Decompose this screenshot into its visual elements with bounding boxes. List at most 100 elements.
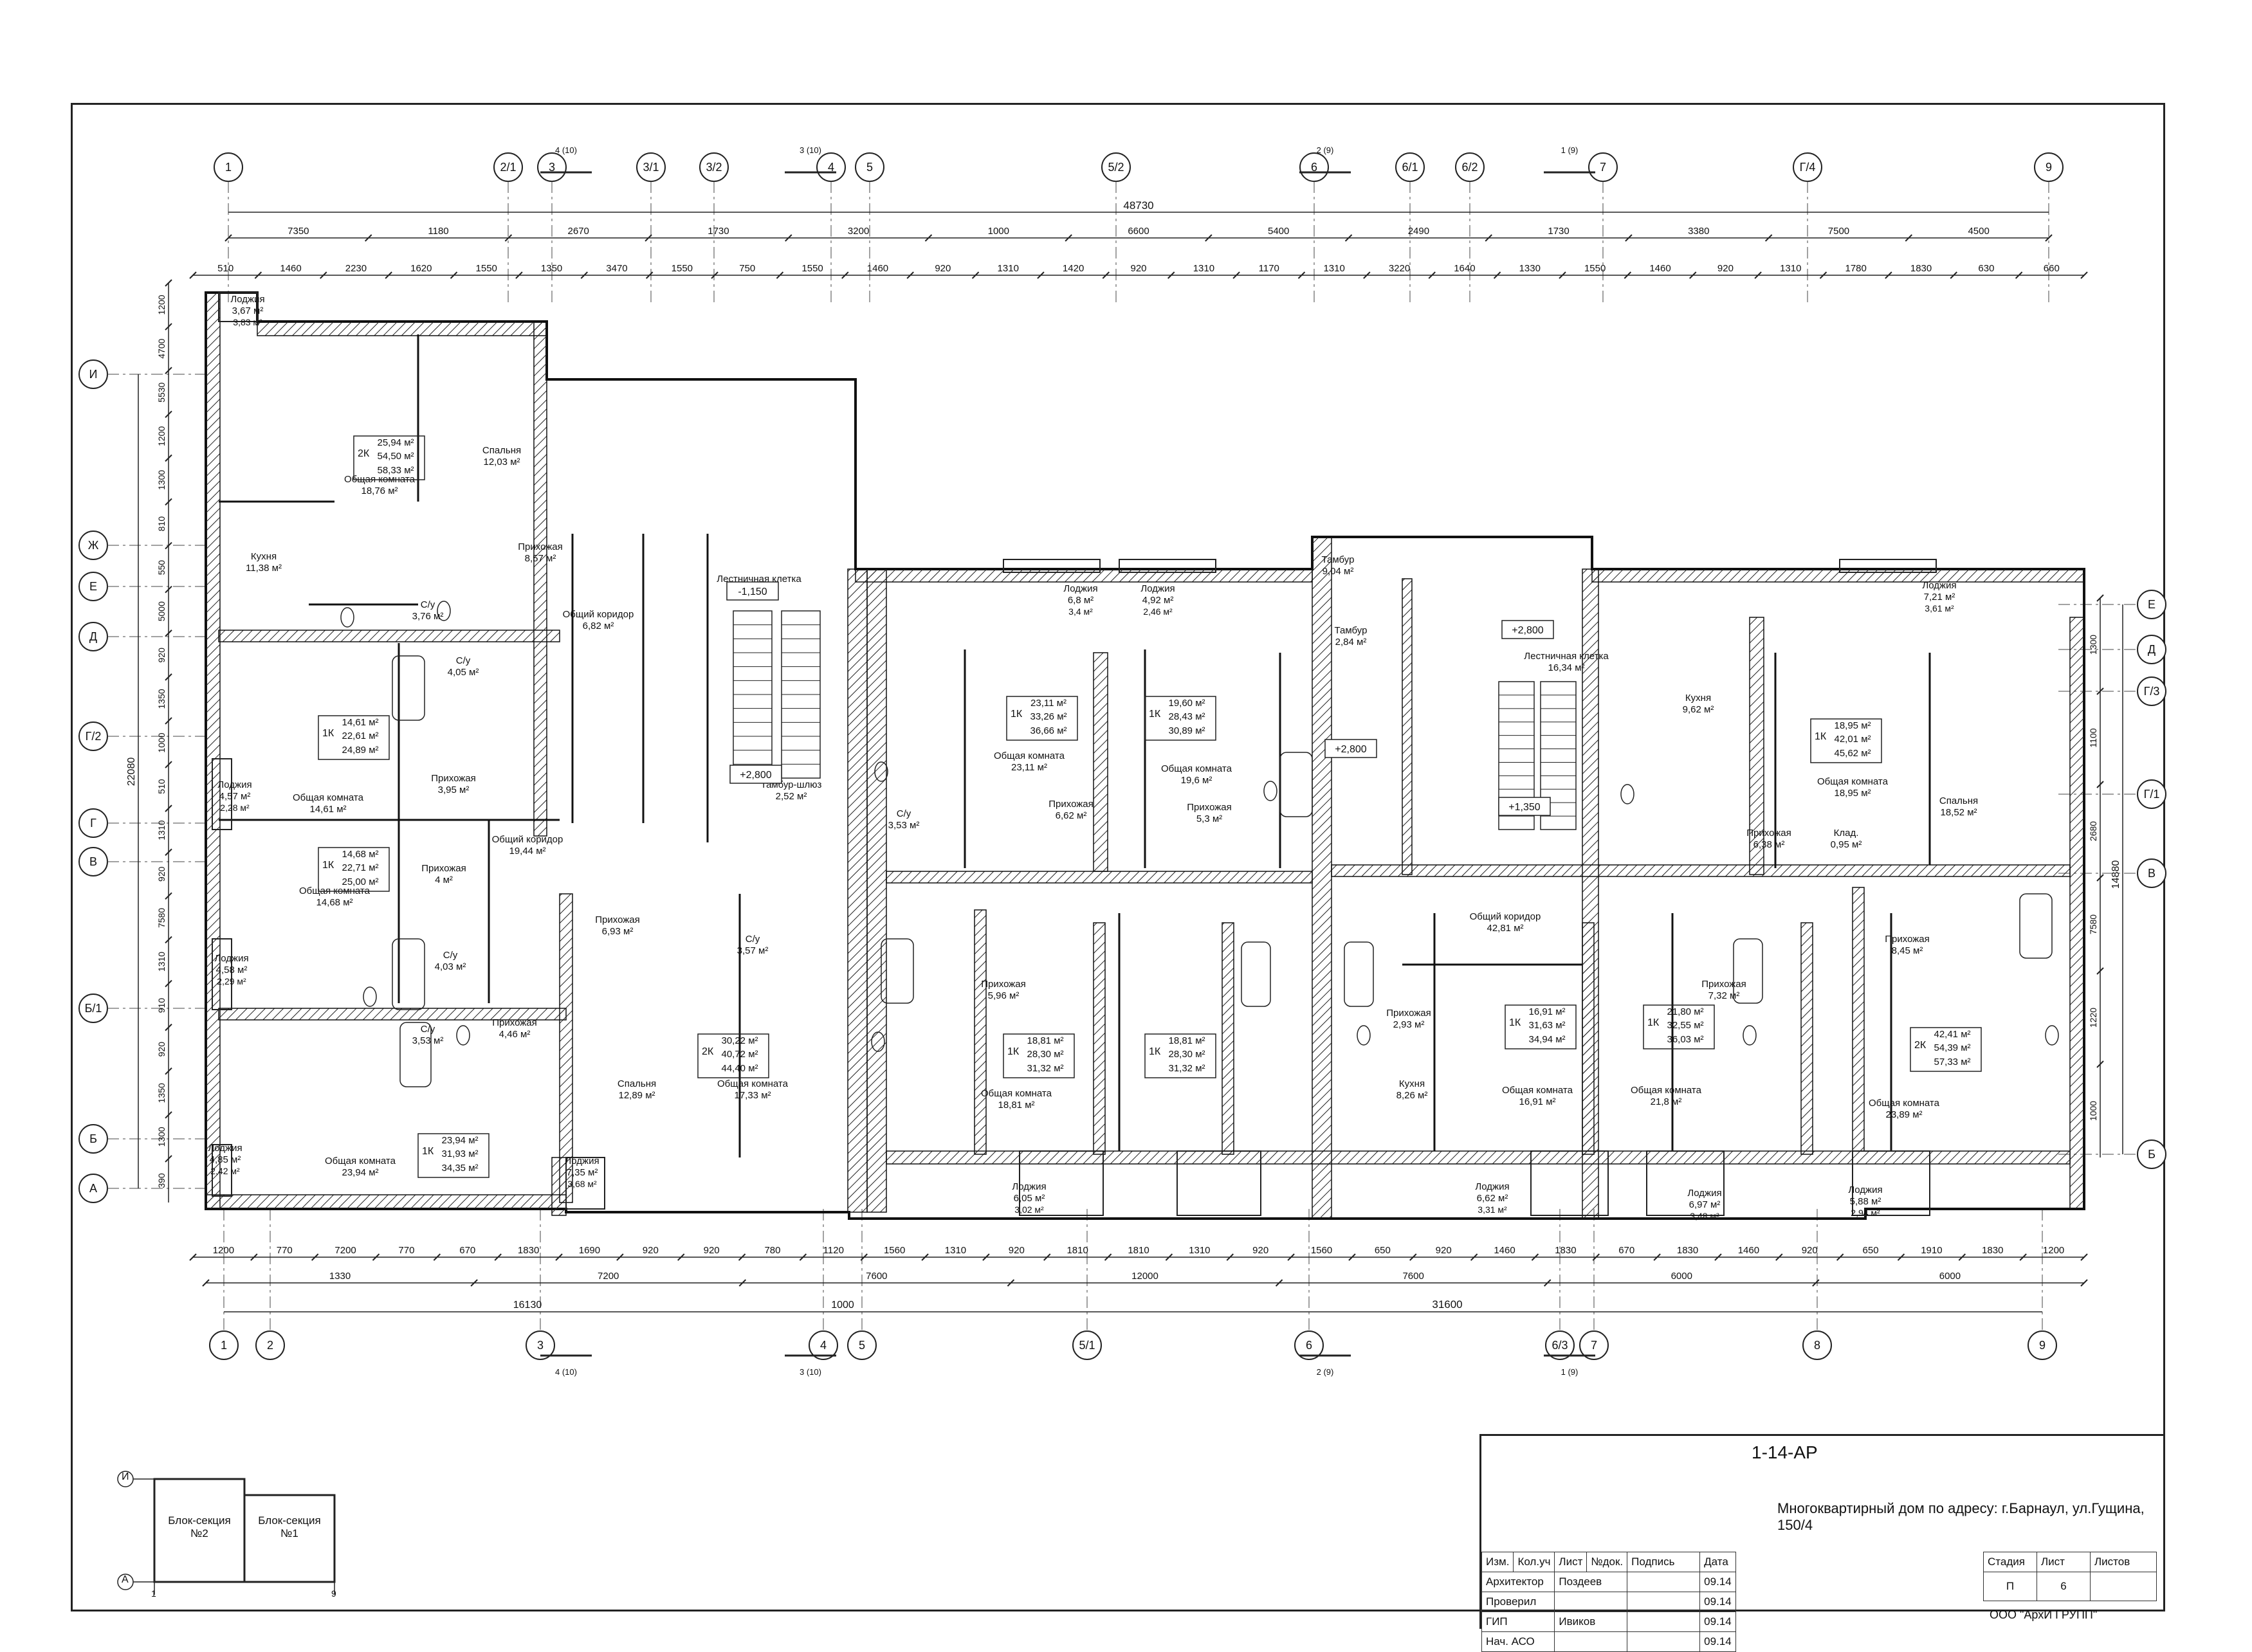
dim-right-tick — [2096, 1060, 2104, 1068]
wall — [1222, 922, 1234, 1155]
dim-left-label: 510 — [156, 779, 167, 794]
level-mark: +1,350 — [1508, 802, 1540, 813]
section-mark-label: 4 (10) — [555, 1367, 577, 1377]
dim-bottom-1-label: 920 — [643, 1245, 659, 1256]
room-area: 4,46 м² — [499, 1029, 531, 1040]
dim-top-2-label: 1170 — [1259, 263, 1279, 274]
dim-top-2-tick — [1037, 271, 1045, 279]
dim-top-1-label: 2490 — [1408, 226, 1429, 237]
dim-bottom-1-tick — [189, 1253, 197, 1261]
dim-left-tick — [165, 717, 172, 725]
dim-left-label: 920 — [156, 648, 167, 663]
dim-bottom-1-label: 920 — [1436, 1245, 1452, 1256]
room-name: Общий коридор — [1470, 911, 1541, 922]
room-area: 7,35 м² — [567, 1167, 598, 1178]
sheet-value: 6 — [2037, 1572, 2091, 1601]
loggia — [218, 292, 258, 322]
dim-top-2-label: 1460 — [280, 263, 301, 274]
apartment-total-area: 32,55 м² — [1667, 1020, 1703, 1031]
axis-label-left: Ж — [88, 539, 99, 552]
stage-value: П — [1983, 1572, 2037, 1601]
axis-label-top: 1 — [225, 161, 232, 174]
dim-left-label: 1350 — [156, 689, 167, 709]
room-area: 3,53 м² — [888, 820, 920, 831]
room-area-secondary: 3,48 м² — [1690, 1211, 1719, 1221]
room-area: 18,52 м² — [1940, 807, 1977, 818]
dim-right-label: 1100 — [2088, 728, 2098, 747]
room-area: 9,62 м² — [1683, 704, 1714, 715]
dim-top-1-tick — [364, 234, 372, 242]
dim-top-2-tick — [711, 271, 719, 279]
dim-top-2-tick — [1950, 271, 1957, 279]
axis-marker-bottom — [526, 1330, 555, 1360]
dim-bottom-1-tick — [1043, 1253, 1051, 1261]
dim-top-2-tick — [841, 271, 849, 279]
dim-bottom-1-label: 670 — [459, 1245, 475, 1256]
room-name: Тамбур — [1322, 554, 1355, 565]
axis-marker-right — [2137, 635, 2166, 664]
apartment-total-area: 40,72 м² — [721, 1049, 758, 1060]
room-name: Спальня — [482, 445, 521, 456]
room-area: 5,88 м² — [1850, 1196, 1881, 1207]
bathtub — [1279, 752, 1313, 817]
room-area: 14,61 м² — [309, 804, 346, 815]
dim-left-label: 1200 — [156, 426, 167, 446]
dim-top-2-tick — [2080, 271, 2088, 279]
dim-left-label: 920 — [156, 866, 167, 882]
toilet — [363, 986, 377, 1007]
room-area-secondary: 3,83 м² — [233, 317, 262, 327]
room-area: 18,81 м² — [998, 1100, 1034, 1111]
overall-dim-top: 48730 — [1123, 199, 1153, 212]
room-area: 6,82 м² — [583, 621, 614, 631]
apartment-type: 1К — [1815, 731, 1827, 742]
dim-left-label: 1310 — [156, 952, 167, 972]
room-area: 23,89 м² — [1885, 1109, 1922, 1120]
dim-top-1-label: 1000 — [988, 226, 1009, 237]
room-name: Лоджия — [1848, 1185, 1882, 1195]
dim-top-1-label: 6600 — [1128, 226, 1149, 237]
stamp-row: ГИП Ивиков 09.14 — [1481, 1611, 1736, 1632]
room-name: Прихожая — [492, 1017, 537, 1028]
axis-label-left: Г — [90, 817, 96, 830]
dim-left-label: 1200 — [156, 295, 167, 314]
room-name: Лоджия — [1140, 583, 1175, 594]
dim-bottom-1-label: 1310 — [945, 1245, 966, 1256]
keyplan-axis-top-label: И — [122, 1471, 129, 1482]
room-area: 18,95 м² — [1834, 788, 1871, 799]
axis-marker-right — [2137, 779, 2166, 809]
wall — [533, 321, 547, 837]
loggia — [1119, 559, 1216, 573]
dim-bottom-1-label: 1830 — [1982, 1245, 2003, 1256]
apartment-total-area: 28,43 м² — [1168, 711, 1205, 722]
dim-bottom-1-tick — [555, 1253, 563, 1261]
dim-bottom-2-label: 6000 — [1671, 1271, 1692, 1282]
apartment-area-box — [417, 1133, 490, 1178]
axis-marker-right — [2137, 676, 2166, 706]
keyplan-axis-bottom-label: А — [122, 1574, 129, 1585]
dim-bottom-1-tick — [738, 1253, 746, 1261]
dim-left-tick — [165, 585, 172, 594]
dim-left-tick — [165, 892, 172, 900]
apartment-living-area: 42,41 м² — [1934, 1029, 1970, 1040]
dim-bottom-1-tick — [1165, 1253, 1173, 1261]
room-area: 14,68 м² — [316, 897, 352, 908]
dim-bottom-2-tick — [1544, 1279, 1552, 1287]
room-area: 0,95 м² — [1831, 839, 1862, 850]
dim-top-1-tick — [1625, 234, 1633, 242]
dim-top-2-tick — [1363, 271, 1371, 279]
dim-top-2-tick — [385, 271, 392, 279]
dim-left-tick — [165, 673, 172, 681]
axis-marker-bottom — [255, 1330, 285, 1360]
stamp-person: Ивиков — [1554, 1611, 1628, 1632]
stamp-header-row: Изм. Кол.уч Лист №док. Подпись Дата — [1481, 1552, 1736, 1572]
apartment-type: 2К — [1914, 1040, 1927, 1051]
stamp-header: Подпись — [1627, 1552, 1701, 1572]
room-name: Лоджия — [230, 294, 264, 305]
room-name: Спальня — [1939, 795, 1978, 806]
dim-bottom-3: 16130 — [513, 1300, 542, 1311]
drawing-frame — [71, 103, 2165, 1611]
dim-top-1-tick — [924, 234, 933, 242]
room-area: 16,34 м² — [1548, 662, 1584, 673]
room-name: Лоджия — [1012, 1181, 1046, 1192]
